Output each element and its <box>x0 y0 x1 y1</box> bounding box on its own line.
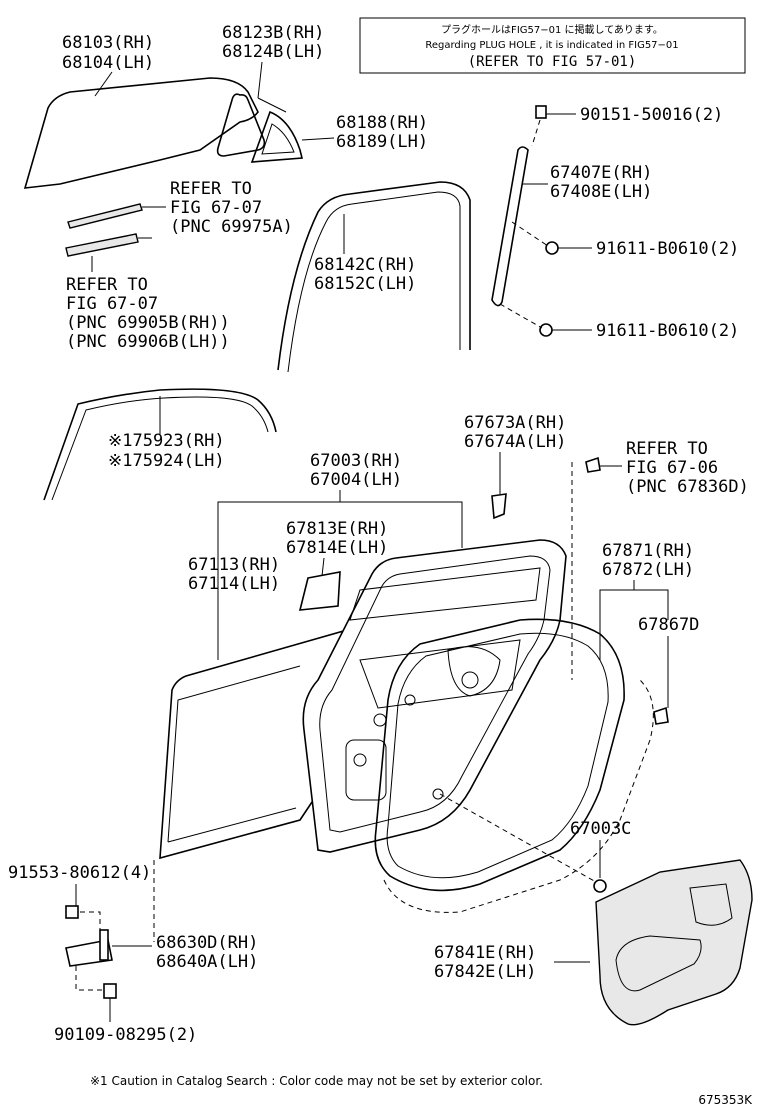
note-line-en: Regarding PLUG HOLE , it is indicated in… <box>425 40 678 51</box>
note-refer[interactable]: (REFER TO FIG 57-01) <box>468 54 637 70</box>
label-91611-a[interactable]: 91611-B0610(2) <box>596 239 739 259</box>
label-67841E[interactable]: 67841E(RH) <box>434 943 536 963</box>
refer2-line1: REFER TO <box>66 275 148 295</box>
label-90109[interactable]: 90109-08295(2) <box>54 1025 197 1045</box>
belt-moulding-outer[interactable] <box>67 203 143 229</box>
clip-icon[interactable] <box>585 456 601 473</box>
bolt-icon[interactable] <box>65 905 79 919</box>
door-bracket-icon[interactable] <box>491 493 507 520</box>
label-68630D[interactable]: 68630D(RH) <box>156 933 258 953</box>
bolt-icon[interactable] <box>545 241 559 255</box>
label-67408E[interactable]: 67408E(LH) <box>550 182 652 202</box>
quarter-strip-inner <box>261 123 295 155</box>
refer1-line2[interactable]: FIG 67-07 <box>170 198 262 218</box>
bolt-icon[interactable] <box>103 983 117 999</box>
label-68152C[interactable]: 68152C(LH) <box>314 274 416 294</box>
label-67407E[interactable]: 67407E(RH) <box>550 163 652 183</box>
label-67113[interactable]: 67113(RH) <box>188 555 280 575</box>
leader-68123B <box>257 61 263 99</box>
reference-note-box: プラグホールはFIG57−01 に掲載してあります。 Regarding PLU… <box>359 17 746 74</box>
label-90151[interactable]: 90151-50016(2) <box>580 105 723 125</box>
label-68142C[interactable]: 68142C(RH) <box>314 255 416 275</box>
door-glass-shape <box>23 77 259 189</box>
trim-board-shape <box>595 859 753 1026</box>
refer2-line2[interactable]: FIG 67-07 <box>66 294 158 314</box>
figure-id: 675353K <box>698 1093 753 1107</box>
refer3-line2[interactable]: FIG 67-06 <box>626 458 718 478</box>
quarter-glass-shape <box>216 93 266 157</box>
label-67867D[interactable]: 67867D <box>638 615 699 635</box>
door-glass-part[interactable] <box>23 77 259 189</box>
label-91611-b[interactable]: 91611-B0610(2) <box>596 321 739 341</box>
label-75923[interactable]: ※175923(RH) <box>108 431 225 451</box>
label-68189[interactable]: 68189(LH) <box>336 132 428 152</box>
label-67003[interactable]: 67003(RH) <box>310 451 402 471</box>
frame-moulding-inner <box>51 396 269 501</box>
weatherstrip-inner <box>386 632 609 879</box>
door-pad-part[interactable] <box>298 571 341 611</box>
label-91553[interactable]: 91553-80612(4) <box>8 863 151 883</box>
refer1-line1: REFER TO <box>170 179 252 199</box>
label-68188[interactable]: 68188(RH) <box>336 113 428 133</box>
label-67872[interactable]: 67872(LH) <box>602 560 694 580</box>
refer2-line3: (PNC 69905B(RH)) <box>66 313 230 333</box>
leader-68188 <box>301 137 335 141</box>
belt-moulding-shape <box>67 203 143 229</box>
inner-moulding-shape <box>65 233 139 257</box>
refer1-line3: (PNC 69975A) <box>170 217 293 237</box>
label-68123B[interactable]: 68123B(RH) <box>222 23 324 43</box>
label-67004[interactable]: 67004(LH) <box>310 470 402 490</box>
door-trim-board[interactable] <box>595 859 753 1026</box>
quarter-strip-outer <box>250 110 304 163</box>
note-line-jp: プラグホールはFIG57−01 に掲載してあります。 <box>441 23 663 36</box>
division-bar-part[interactable] <box>491 105 547 307</box>
leader-68103 <box>94 71 113 97</box>
refer3-line3: (PNC 67836D) <box>626 477 749 497</box>
frame-moulding-outer <box>43 388 277 501</box>
clip-90151 <box>535 105 547 119</box>
refer3-line1: REFER TO <box>626 439 708 459</box>
door-inner-frame[interactable] <box>302 539 567 853</box>
quarter-weatherstrip-part[interactable] <box>250 110 304 163</box>
label-68103[interactable]: 68103(RH) <box>62 33 154 53</box>
label-68124B[interactable]: 68124B(LH) <box>222 42 324 62</box>
label-68640A[interactable]: 68640A(LH) <box>156 952 258 972</box>
refer2-line4: (PNC 69906B(LH)) <box>66 332 230 352</box>
bolt-icon[interactable] <box>539 323 553 337</box>
belt-moulding-inner[interactable] <box>65 233 139 257</box>
glass-run-channel[interactable] <box>277 181 471 373</box>
window-frame-moulding[interactable] <box>43 388 277 501</box>
door-frame-outline <box>302 539 567 853</box>
clip-icon[interactable] <box>653 706 669 725</box>
run-channel-outer <box>277 181 471 371</box>
label-67814E[interactable]: 67814E(LH) <box>286 538 388 558</box>
run-channel-inner <box>287 191 461 373</box>
quarter-glass-part[interactable] <box>216 93 266 157</box>
label-67114[interactable]: 67114(LH) <box>188 574 280 594</box>
label-67674A[interactable]: 67674A(LH) <box>464 432 566 452</box>
division-bar-shape <box>491 146 529 307</box>
label-67813E[interactable]: 67813E(RH) <box>286 519 388 539</box>
label-68104[interactable]: 68104(LH) <box>62 53 154 73</box>
label-67673A[interactable]: 67673A(RH) <box>464 413 566 433</box>
label-67003C[interactable]: 67003C <box>570 819 631 839</box>
footnote: ※1 Caution in Catalog Search : Color cod… <box>90 1074 543 1088</box>
door-hinge-part[interactable] <box>65 929 113 967</box>
note-frame <box>359 17 746 74</box>
label-67842E[interactable]: 67842E(LH) <box>434 962 536 982</box>
label-75924[interactable]: ※175924(LH) <box>108 451 225 471</box>
label-67871[interactable]: 67871(RH) <box>602 541 694 561</box>
hole-plug-icon[interactable] <box>593 879 607 893</box>
